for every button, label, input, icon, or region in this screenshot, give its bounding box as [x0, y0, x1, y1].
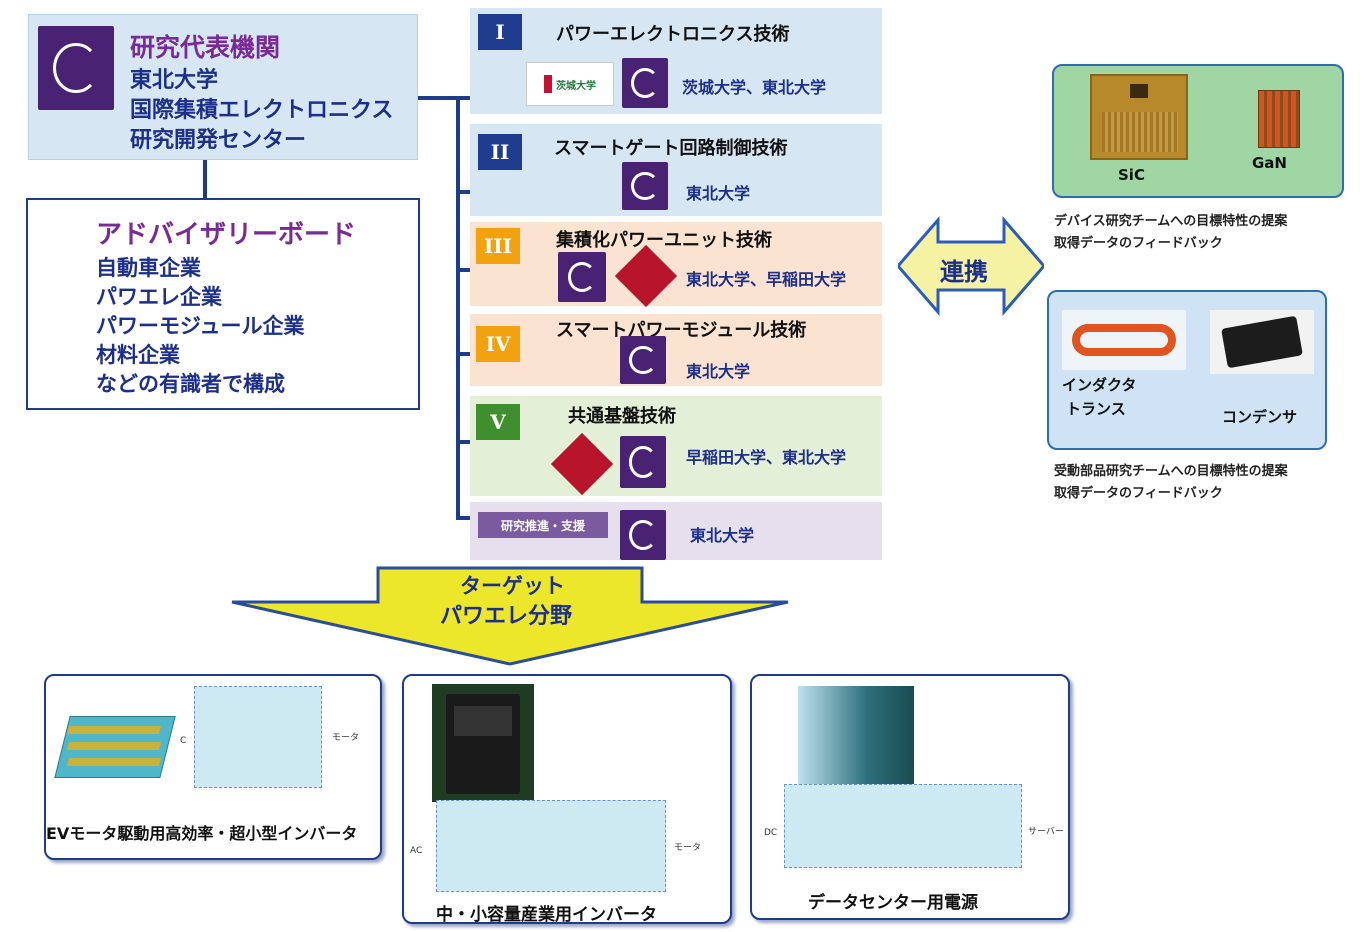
connector-line: [456, 268, 472, 272]
device-note: デバイス研究チームへの目標特性の提案: [1054, 214, 1288, 229]
industrial-inverter-image: [432, 684, 534, 802]
target-line: パワエレ分野: [440, 604, 573, 629]
roman-badge: I: [478, 14, 522, 50]
tohoku-university-logo: [38, 26, 114, 110]
tech-title: 共通基盤技術: [568, 406, 676, 427]
card-label: データセンター用電源: [808, 893, 978, 913]
representative-line: 東北大学: [130, 68, 219, 93]
roman-badge: V: [476, 404, 520, 440]
connector-line: [456, 440, 472, 444]
tech-title: パワーエレクトロニクス技術: [556, 24, 790, 45]
roman-badge: IV: [476, 326, 520, 362]
roman-badge: III: [476, 228, 520, 264]
capacitor-image: [1210, 310, 1314, 374]
circuit-input-label: AC: [410, 846, 423, 856]
sic-chip-image: [1090, 74, 1188, 160]
advisory-line: 材料企業: [96, 343, 180, 367]
circuit-input-label: C: [180, 736, 187, 746]
tohoku-university-logo: [620, 510, 666, 560]
card-label: 中・小容量産業用インバータ: [436, 905, 657, 925]
tech-institutions: 東北大学: [690, 526, 755, 545]
tech-institutions: 東北大学、早稲田大学: [686, 270, 847, 289]
advisory-line: パワエレ企業: [96, 285, 222, 309]
connector-line: [456, 352, 472, 356]
inverter-circuit-diagram: [436, 800, 666, 892]
representative-line: 国際集積エレクトロニクス: [130, 98, 394, 123]
tohoku-university-logo: [622, 58, 668, 108]
tech-row-3: [470, 222, 882, 306]
advisory-line: パワーモジュール企業: [96, 314, 305, 338]
advisory-line: 自動車企業: [96, 256, 201, 280]
capacitor-label: コンデンサ: [1222, 408, 1298, 426]
link-label: 連携: [940, 258, 988, 286]
tech-institutions: 東北大学: [686, 362, 751, 381]
link-double-arrow: [898, 216, 1044, 316]
tech-title: スマートゲート回路制御技術: [554, 138, 788, 159]
circuit-output-label: サーバー: [1028, 827, 1064, 837]
support-tag: 研究推進・支援: [478, 512, 608, 538]
circuit-input-label: DC: [764, 828, 778, 838]
datacenter-image: [798, 686, 914, 784]
device-note: 取得データのフィードバック: [1054, 236, 1223, 251]
tech-institutions: 茨城大学、東北大学: [682, 78, 827, 97]
power-supply-circuit-diagram: [784, 784, 1022, 868]
circuit-output-label: モータ: [332, 733, 360, 743]
target-down-arrow: [231, 566, 789, 666]
transformer-label: トランス: [1066, 400, 1126, 418]
tech-title: スマートパワーモジュール技術: [556, 320, 807, 341]
representative-line: 研究開発センター: [130, 128, 307, 153]
connector-line: [456, 190, 472, 194]
advisory-board-box: [26, 198, 420, 410]
tohoku-university-logo: [622, 162, 668, 210]
connector-line: [456, 516, 472, 520]
tech-institutions: 東北大学: [686, 184, 751, 203]
ibaraki-university-logo: 茨城大学: [526, 62, 614, 106]
connector-line: [456, 96, 460, 520]
tech-row-4: [470, 314, 882, 386]
tech-title: 集積化パワーユニット技術: [556, 230, 772, 251]
connector-line: [203, 160, 207, 198]
gan-chip-image: [1258, 90, 1300, 148]
advisory-line: などの有識者で構成: [96, 372, 285, 396]
inductor-image: [1062, 310, 1186, 370]
passive-note: 受動部品研究チームへの目標特性の提案: [1054, 464, 1288, 479]
tohoku-university-logo: [620, 336, 666, 384]
card-label: EVモータ駆動用高効率・超小型インバータ: [46, 824, 358, 843]
circuit-output-label: モータ: [674, 843, 702, 853]
connector-line: [456, 96, 472, 100]
passive-note: 取得データのフィードバック: [1054, 486, 1223, 501]
target-line: ターゲット: [460, 574, 565, 598]
tohoku-university-logo: [558, 252, 606, 302]
gan-label: GaN: [1252, 154, 1287, 172]
tech-institutions: 早稲田大学、東北大学: [686, 448, 847, 467]
ev-inverter-module-image: [54, 706, 178, 796]
advisory-heading: アドバイザリーボード: [96, 220, 357, 250]
representative-heading: 研究代表機関: [130, 33, 281, 62]
inverter-circuit-diagram: [194, 686, 322, 788]
tech-row-5: [470, 396, 882, 496]
connector-line: [418, 96, 458, 100]
roman-badge: II: [478, 134, 522, 170]
sic-label: SiC: [1118, 166, 1145, 184]
inductor-label: インダクタ: [1062, 376, 1137, 394]
tohoku-university-logo: [620, 436, 666, 488]
tech-row-2: [470, 124, 882, 216]
